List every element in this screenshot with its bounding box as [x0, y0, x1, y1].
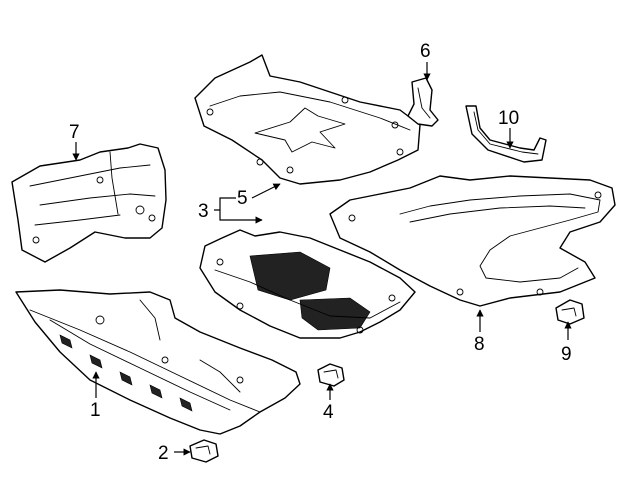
callout-9: 9	[561, 344, 572, 365]
callout-4: 4	[323, 402, 334, 423]
leader-bracket-3	[214, 197, 262, 220]
part-5-upper-shield[interactable]	[194, 54, 421, 185]
leader-line-5	[251, 183, 281, 199]
part-1-front-underbody-shield[interactable]	[15, 289, 301, 435]
part-2-clip[interactable]	[189, 439, 219, 463]
part-6-bracket[interactable]	[407, 77, 439, 127]
callout-3: 3	[198, 201, 209, 222]
callout-10: 10	[498, 108, 519, 129]
part-3-lower-center-shield[interactable]	[199, 229, 416, 339]
callout-2: 2	[158, 443, 169, 464]
callout-8: 8	[474, 334, 485, 355]
part-7-side-shield[interactable]	[11, 143, 167, 263]
callout-5: 5	[237, 188, 248, 209]
part-8-rear-shield[interactable]	[329, 175, 616, 307]
part-4-clip[interactable]	[317, 363, 345, 387]
part-9-clip[interactable]	[555, 299, 585, 325]
callout-6: 6	[420, 41, 431, 62]
callout-7: 7	[69, 122, 80, 143]
callout-1: 1	[90, 400, 101, 421]
part-10-strap-bracket[interactable]	[465, 105, 547, 163]
